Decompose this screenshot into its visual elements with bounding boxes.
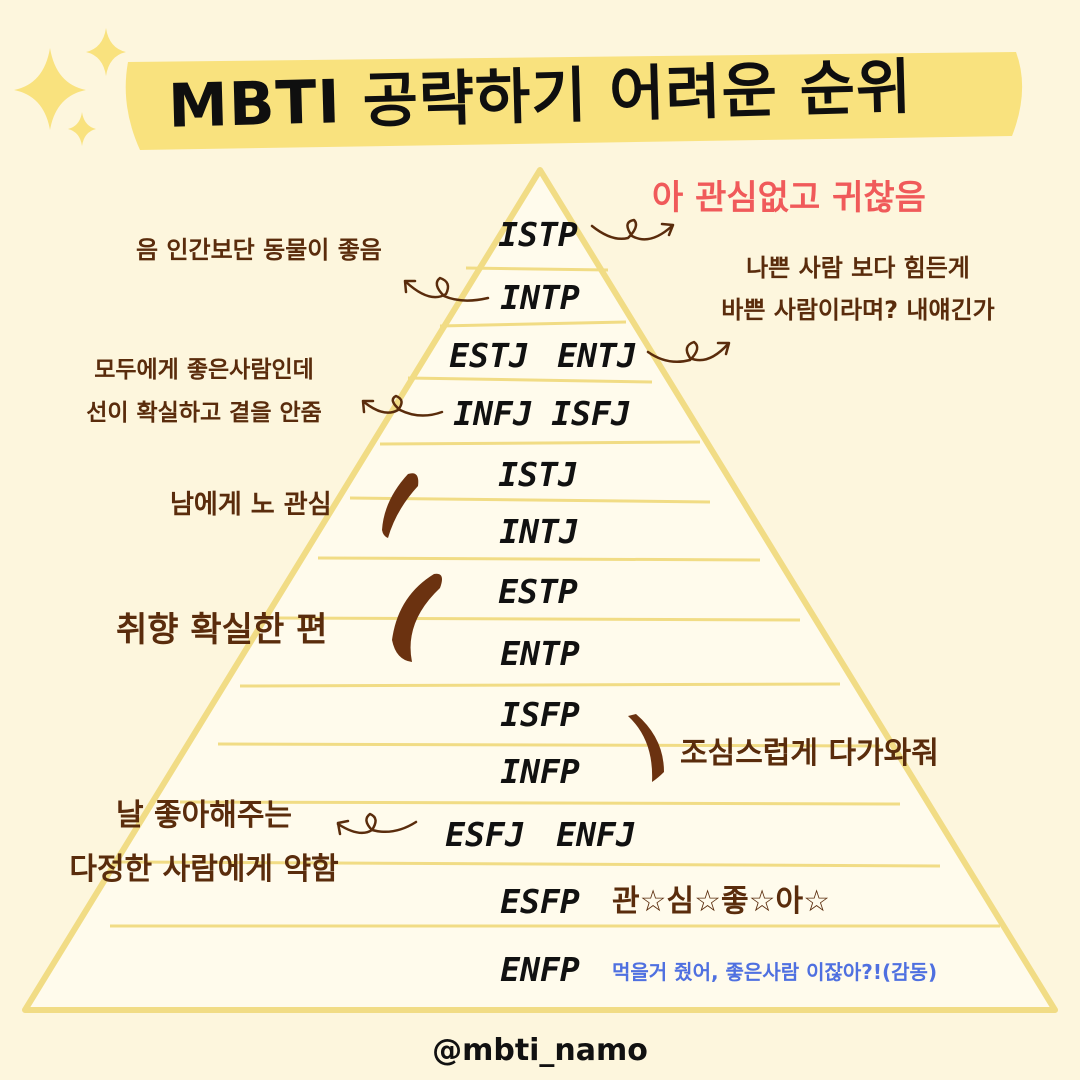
tier-label-entj: ENTJ <box>557 336 637 375</box>
tier-label-infp: INFP <box>500 752 580 791</box>
note-isfp-infp: 조심스럽게 다가와줘 <box>680 736 939 771</box>
tier-label-intj: INTJ <box>499 512 579 551</box>
sparkle-icon-top <box>86 28 126 76</box>
note-intp: 음 인간보단 동물이 좋음 <box>136 236 382 264</box>
tier-label-isfp: ISFP <box>500 695 580 734</box>
note-esfj-enfj-line1: 날 좋아해주는 <box>115 798 293 833</box>
note-esfp: 관☆심☆좋☆아☆ <box>612 884 830 919</box>
pyramid-tier-lines <box>110 266 1000 928</box>
curly-arrow-icon-esfj-enfj <box>336 812 418 836</box>
curly-arrow-icon-istp <box>590 218 675 241</box>
tier-label-esfp: ESFP <box>500 882 580 921</box>
sparkle-icon-large <box>14 48 86 130</box>
author-handle: @mbti_namo <box>432 1033 648 1068</box>
tier-label-istp: ISTP <box>498 215 578 254</box>
title-highlight <box>125 52 1023 150</box>
tier-label-esfj: ESFJ <box>445 815 525 854</box>
curly-arrow-icon-infj-isfj <box>361 394 444 417</box>
note-estj-entj-line2: 바쁜 사람이라며? 내얘긴가 <box>721 296 995 324</box>
note-istj-intj: 남에게 노 관심 <box>170 490 332 520</box>
tier-label-istj: ISTJ <box>498 455 578 494</box>
tier-label-estj: ESTJ <box>449 336 529 375</box>
tier-label-entp: ENTP <box>500 634 580 673</box>
tier-label-enfj: ENFJ <box>556 815 636 854</box>
bracket-estp-entp <box>392 573 442 662</box>
tier-label-intp: INTP <box>500 278 580 317</box>
note-infj-isfj-line1: 모두에게 좋은사람인데 <box>94 357 314 383</box>
bracket-isfp-infp <box>628 714 664 782</box>
curly-arrow-icon-estj-entj <box>646 340 731 363</box>
tier-label-enfp: ENFP <box>500 950 580 989</box>
note-istp: 아 관심없고 귀찮음 <box>652 178 926 218</box>
note-esfj-enfj-line2: 다정한 사람에게 약함 <box>69 852 339 887</box>
note-infj-isfj-line2: 선이 확실하고 곁을 안줌 <box>86 400 322 426</box>
bracket-istj-intj <box>382 473 419 538</box>
tier-label-infj: INFJ <box>453 394 533 433</box>
note-estj-entj-line1: 나쁜 사람 보다 힘든게 <box>746 254 970 282</box>
note-estp-entp: 취향 확실한 편 <box>116 610 328 650</box>
sparkle-icon-small <box>68 112 96 146</box>
pyramid <box>22 167 1058 1013</box>
tier-label-isfj: ISFJ <box>551 394 631 433</box>
note-enfp: 먹을거 줬어, 좋은사람 이잖아?!(감동) <box>612 960 938 984</box>
tier-label-estp: ESTP <box>498 572 578 611</box>
curly-arrow-icon-intp <box>403 276 490 302</box>
